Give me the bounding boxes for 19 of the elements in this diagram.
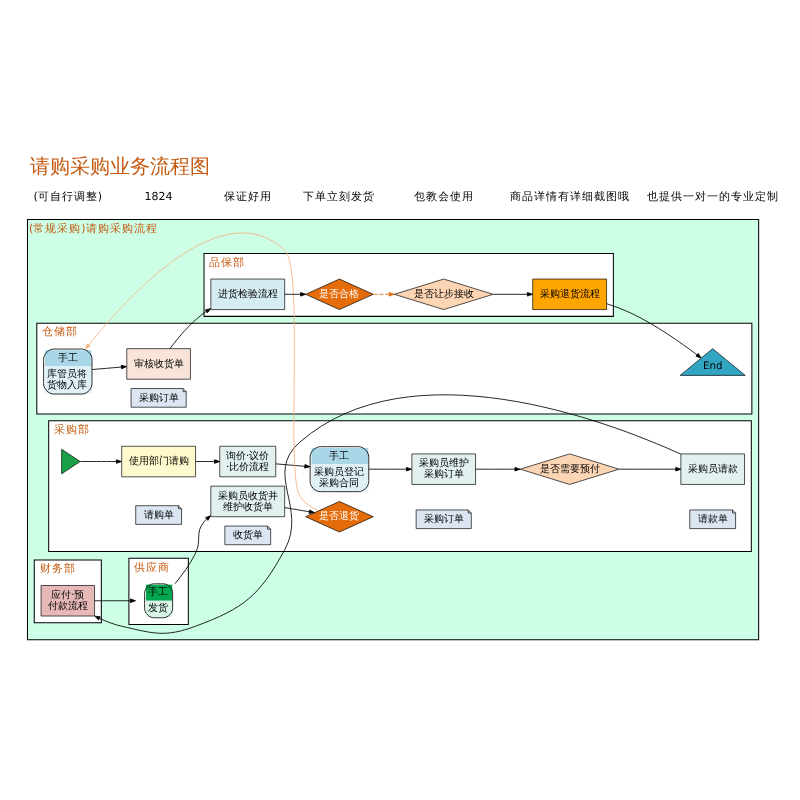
arrow [94,598,136,603]
arrow [195,459,221,464]
arrow [284,292,307,297]
arrow [91,364,127,370]
arrow [606,303,702,359]
arrow [79,459,122,464]
node-triangle [61,448,81,475]
diagram-title: 请购采购业务流程图 [29,157,210,180]
arrow [372,292,395,297]
arrow [284,507,315,514]
arrow [475,466,521,472]
arrow [94,394,681,634]
arrow [492,292,533,297]
arrow [275,463,311,469]
arrow [174,515,211,585]
arrow [169,308,212,349]
arrow [368,466,412,472]
arrow [85,233,319,512]
arrow [618,466,682,472]
